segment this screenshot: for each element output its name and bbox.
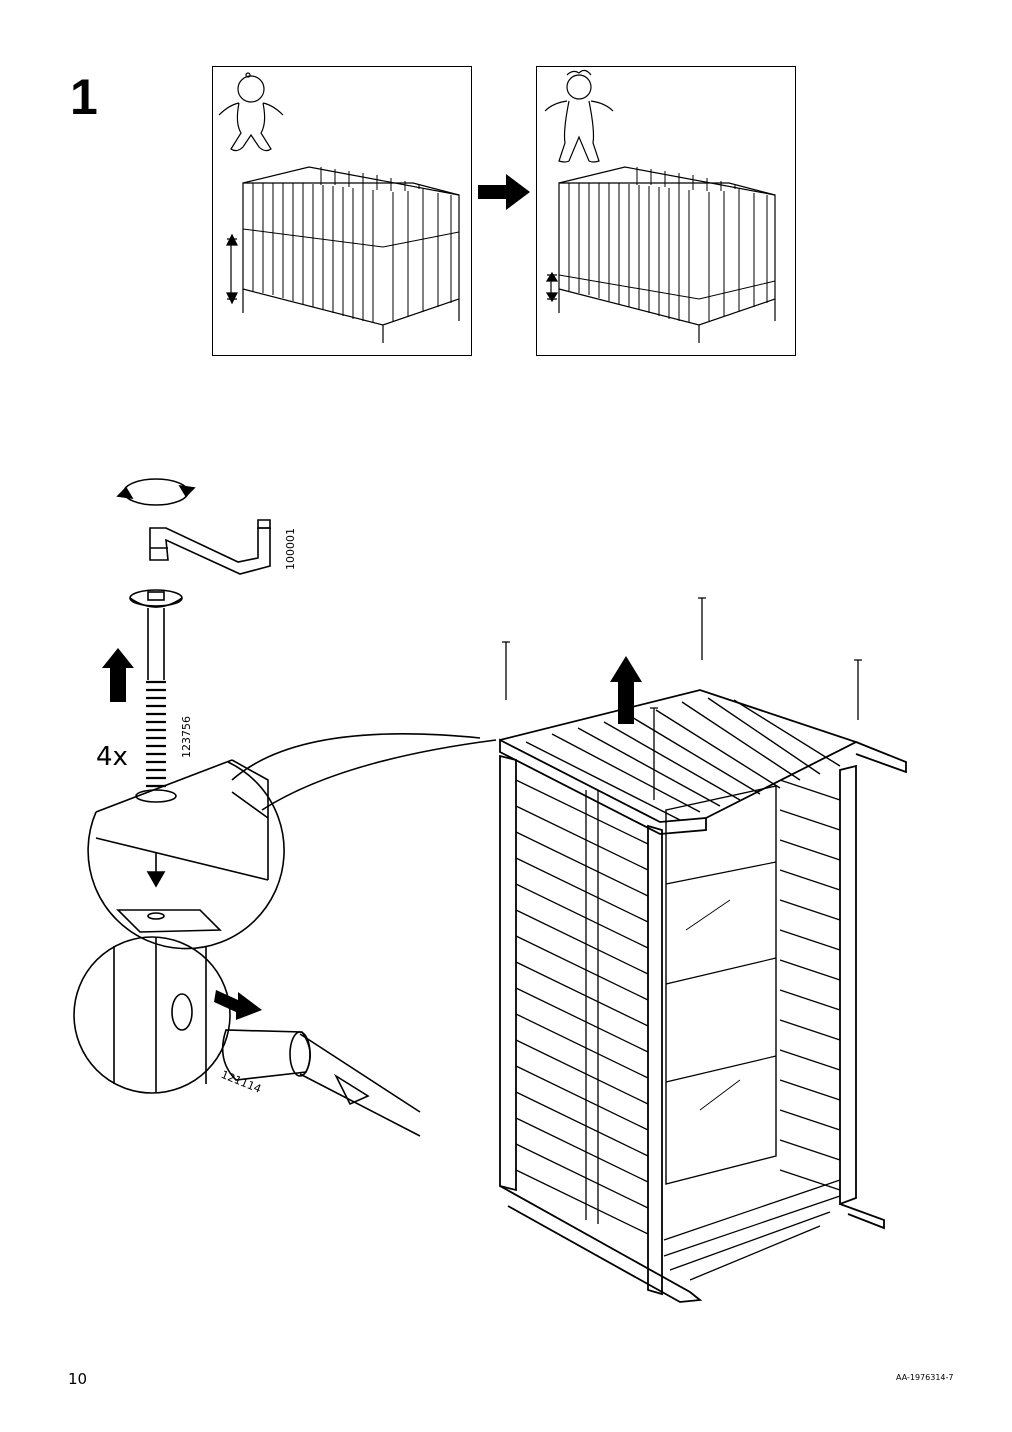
- baby-icon: [218, 72, 284, 152]
- rotate-icon: [116, 478, 196, 506]
- crib-on-end-icon: [499, 597, 907, 1303]
- right-arrow-icon: [478, 174, 530, 210]
- crib-low-mattress-icon: [558, 166, 776, 343]
- screwdriver-icon: [221, 1029, 421, 1137]
- bolt-part-number: 123756: [180, 716, 193, 758]
- toddler-icon: [544, 69, 614, 163]
- document-code: AA-1976314-7: [896, 1373, 954, 1382]
- panel-toddler-low-mattress: [536, 66, 796, 356]
- step-number: 1: [70, 69, 98, 125]
- up-arrow-icon: [610, 656, 642, 724]
- page-number: 10: [68, 1370, 88, 1388]
- height-arrow-icon: [545, 271, 559, 303]
- bolt-icon: [129, 589, 183, 803]
- allen-key-part-number: 100001: [284, 528, 297, 570]
- height-arrow-icon: [226, 233, 238, 305]
- up-arrow-icon: [102, 648, 134, 702]
- quantity-label: 4x: [96, 742, 128, 772]
- panel-baby-high-mattress: [212, 66, 472, 356]
- assembly-detail: [73, 478, 907, 1303]
- zoom-callout-icon: [73, 733, 497, 1094]
- crib-high-mattress-icon: [242, 166, 460, 343]
- allen-key-icon: [149, 519, 271, 575]
